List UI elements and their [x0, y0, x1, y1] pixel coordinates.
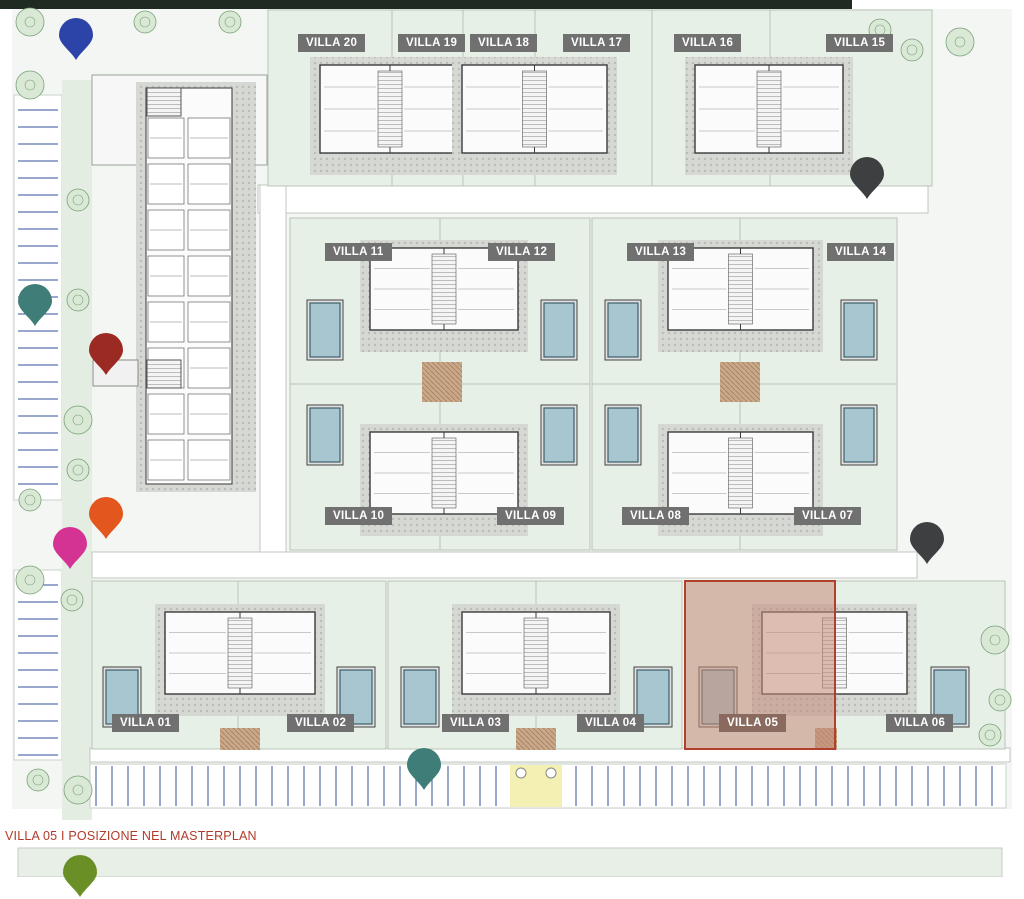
map-pin-teal-icon[interactable]	[17, 284, 53, 328]
villa-label-v16[interactable]: VILLA 16	[674, 34, 742, 52]
middle-lots	[289, 217, 898, 551]
map-pin-red-icon[interactable]	[88, 333, 124, 377]
lower-site-strip	[17, 847, 1003, 877]
apartment-block	[91, 74, 268, 492]
villa-label-v18[interactable]: VILLA 18	[470, 34, 538, 52]
roads	[89, 184, 1011, 763]
villa-label-v07[interactable]: VILLA 07	[794, 507, 862, 525]
villa-label-v19[interactable]: VILLA 19	[398, 34, 466, 52]
villa-label-v08[interactable]: VILLA 08	[622, 507, 690, 525]
landscape-trees	[15, 7, 1012, 805]
villa-label-v12[interactable]: VILLA 12	[488, 243, 556, 261]
villa-label-v09[interactable]: VILLA 09	[497, 507, 565, 525]
map-pin-green-icon[interactable]	[62, 855, 98, 899]
villa-label-v20[interactable]: VILLA 20	[298, 34, 366, 52]
map-pin-dark-icon[interactable]	[849, 157, 885, 201]
villa-label-v05[interactable]: VILLA 05	[719, 714, 787, 732]
villa-label-v02[interactable]: VILLA 02	[287, 714, 355, 732]
page-caption: VILLA 05 I POSIZIONE NEL MASTERPLAN	[5, 829, 257, 843]
villa-label-v17[interactable]: VILLA 17	[563, 34, 631, 52]
villa-label-v11[interactable]: VILLA 11	[325, 243, 392, 261]
villa-label-v13[interactable]: VILLA 13	[627, 243, 695, 261]
top-band	[0, 0, 852, 9]
map-pin-magenta-icon[interactable]	[52, 527, 88, 571]
map-pin-teal-icon[interactable]	[406, 748, 442, 792]
map-pin-orange-icon[interactable]	[88, 497, 124, 541]
bottom-parking	[89, 763, 1007, 809]
villa-label-v10[interactable]: VILLA 10	[325, 507, 393, 525]
map-pin-blue-icon[interactable]	[58, 18, 94, 62]
villa-label-v01[interactable]: VILLA 01	[112, 714, 180, 732]
map-pin-dark-icon[interactable]	[909, 522, 945, 566]
villa-label-v06[interactable]: VILLA 06	[886, 714, 954, 732]
villa-label-v14[interactable]: VILLA 14	[827, 243, 895, 261]
villa-label-v03[interactable]: VILLA 03	[442, 714, 510, 732]
bottom-row-lots	[91, 580, 1006, 750]
masterplan-map	[0, 0, 1012, 877]
top-row-lots	[267, 9, 933, 187]
villa-label-v15[interactable]: VILLA 15	[826, 34, 894, 52]
villa-label-v04[interactable]: VILLA 04	[577, 714, 645, 732]
